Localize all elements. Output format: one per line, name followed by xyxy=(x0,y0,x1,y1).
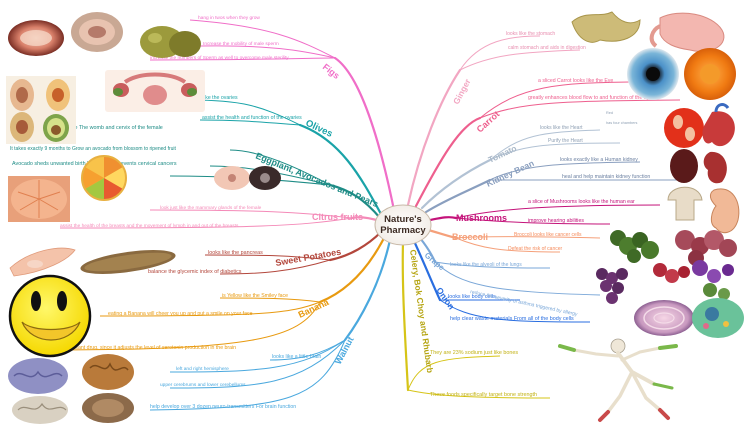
connector-sweet-potatoes xyxy=(328,230,383,262)
ginger-stomach-image xyxy=(571,11,725,52)
connector-carrot xyxy=(414,116,482,208)
connector-tomato xyxy=(420,158,492,210)
ovaries-image xyxy=(105,70,205,112)
connector-onion xyxy=(412,239,442,302)
breast-diagram-image xyxy=(214,166,281,190)
grape-item-1: looks like the alveoli of the lungs xyxy=(450,262,522,268)
figs-item-1: hang in twos when they grow xyxy=(198,15,260,21)
citrus-image xyxy=(8,155,127,222)
walnut-item-1: looks like a little brain xyxy=(272,354,321,360)
brain-walnut-image xyxy=(8,354,134,424)
figs-item-3: increase the numbers of Sperm as well to… xyxy=(150,55,289,61)
branch-title-olives[interactable]: Olives xyxy=(304,118,335,140)
olives-item-1: look like the ovaries xyxy=(192,95,238,101)
walnut-item-3: upper cerebrums and lower cerebellums xyxy=(160,382,246,388)
branch-title-mushrooms[interactable]: Mushrooms xyxy=(456,213,507,223)
connector-walnut xyxy=(343,238,392,342)
connector-eggplant xyxy=(328,183,382,220)
connector-ginger xyxy=(406,68,462,207)
onion-item-2: help clear waste materials From all of t… xyxy=(450,316,574,322)
grapes-lungs-image xyxy=(596,260,734,304)
branch-title-broccoli[interactable]: Broccoli xyxy=(452,232,488,242)
banana-item-3: an antidepressant drug, since it adjusts… xyxy=(44,345,236,351)
broccoli-cancer-image xyxy=(610,230,737,266)
tomato-item-2: Red xyxy=(606,111,613,115)
kidney-image xyxy=(670,149,727,184)
kidney-bean-item-2: heal and help maintain kidney function xyxy=(562,174,650,180)
fig-halves-image xyxy=(8,12,123,56)
tomato-item-4: Purify the Heart xyxy=(548,138,583,144)
skeleton-celery-image xyxy=(558,338,678,422)
celery-item-1: They are 23% sodium just like bones xyxy=(430,350,518,356)
celery-item-2: These foods specifically target bone str… xyxy=(430,392,537,398)
ginger-item-1: looks like the stomach xyxy=(506,31,555,37)
connector-kidney-bean xyxy=(424,178,492,214)
connector-grape xyxy=(418,236,437,264)
onion-cell-image xyxy=(634,298,744,338)
onion-item-1: looks like body cells xyxy=(448,294,496,300)
walnut-item-4: help develop over 3 dozen neuro-transmit… xyxy=(150,404,296,410)
mushrooms-item-1: a slice of Mushrooms looks like the huma… xyxy=(528,199,635,205)
eggplant-item-1: look like The womb and cervix of the fem… xyxy=(58,125,163,131)
tomato-item-1: looks like the Heart xyxy=(540,125,583,131)
branch-title-citrus[interactable]: Citrus fruits xyxy=(312,212,363,222)
sweet-potatoes-item-2: balance the glycemic index of diabetics xyxy=(148,269,242,275)
eye-carrot-image xyxy=(627,48,736,100)
eggplant-item-2: It takes exactly 9 months to Grow an avo… xyxy=(10,146,177,152)
tomato-item-3: has four chambers xyxy=(606,121,638,125)
connector-olives xyxy=(298,123,384,218)
branch-title-tomato[interactable]: Tomato xyxy=(487,143,518,165)
pancreas-sweet-potato-image xyxy=(9,247,176,277)
mushroom-ear-image xyxy=(667,186,740,234)
item-leader-lines xyxy=(39,19,681,411)
branch-title-figs[interactable]: Figs xyxy=(321,62,342,81)
tomato-heart-image xyxy=(664,103,735,148)
center-line-2: Pharmacy xyxy=(380,225,426,236)
kidney-bean-item-1: looks exactly like a Human kidney xyxy=(560,157,638,163)
sweet-potatoes-item-1: looks like the pancreas xyxy=(208,250,263,256)
citrus-item-1: look just like the mammary glands of the… xyxy=(160,205,262,211)
avocado-womb-image xyxy=(6,76,76,144)
walnut-item-2: left and right hemisphere xyxy=(176,366,229,372)
citrus-item-2: assist the health of the breasts and the… xyxy=(60,223,239,229)
branch-title-carrot[interactable]: Carrot xyxy=(475,109,502,135)
connector-figs xyxy=(333,56,397,217)
broccoli-item-2: Defeat the risk of cancer xyxy=(508,246,563,252)
connector-banana xyxy=(318,236,386,304)
connector-celery xyxy=(401,240,410,392)
smiley-banana-image xyxy=(8,274,92,358)
olives-item-2: assist the health and function of the ov… xyxy=(202,115,302,121)
mushrooms-item-2: improve hearing abilities xyxy=(528,218,584,224)
figs-item-2: Increase the mobility of male sperm xyxy=(203,41,279,47)
carrot-item-1: a sliced Carrot looks like the Eye xyxy=(538,78,613,84)
center-line-1: Nature's xyxy=(384,214,422,225)
carrot-item-2: greatly enhances blood flow to and funct… xyxy=(528,95,655,101)
central-topic[interactable]: Nature's Pharmacy xyxy=(374,204,432,246)
banana-item-2: eating a Banana will cheer you up and pu… xyxy=(108,311,253,317)
branch-title-sweet-potatoes[interactable]: Sweet Potatoes xyxy=(275,247,342,268)
branch-title-walnut[interactable]: Walnut xyxy=(333,335,356,366)
banana-item-1: is Yellow like the Smiley face xyxy=(222,293,288,299)
male-organ-image xyxy=(140,26,201,58)
connector-mushrooms xyxy=(428,216,458,222)
broccoli-item-1: Broccoli looks like cancer cells xyxy=(514,232,582,238)
ginger-item-2: calm stomach and aids in digestion xyxy=(508,45,586,51)
